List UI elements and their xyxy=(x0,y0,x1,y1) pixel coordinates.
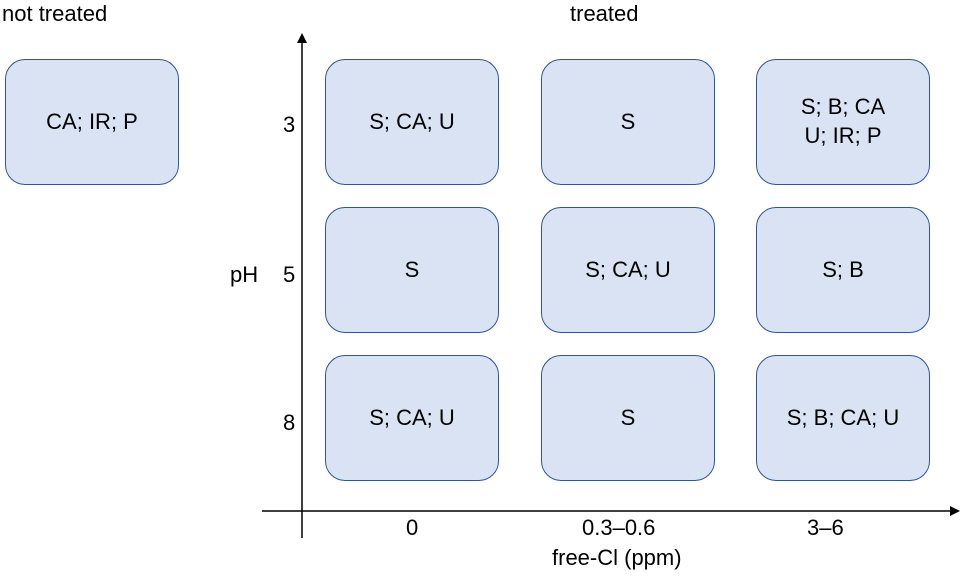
cell-ph5-cl3-6: S; B xyxy=(756,207,930,333)
y-tick-5: 5 xyxy=(283,262,296,287)
cell-text: S; CA; U xyxy=(369,108,455,134)
cell-ph3-cl0-3-0-6: S xyxy=(541,59,715,185)
y-tick-8: 8 xyxy=(283,410,296,435)
y-axis-label: pH xyxy=(230,262,259,287)
cell-text: S xyxy=(620,404,636,430)
x-tick-0: 0 xyxy=(406,515,419,540)
x-tick-0-3-0-6: 0.3–0.6 xyxy=(582,515,656,540)
cell-text: S; CA; U xyxy=(369,404,455,430)
cell-text: S; CA; U xyxy=(585,256,671,282)
untreated-box: CA; IR; P xyxy=(5,59,179,185)
cell-ph5-cl0: S xyxy=(325,207,499,333)
cell-ph5-cl0-3-0-6: S; CA; U xyxy=(541,207,715,333)
cell-text: S xyxy=(404,256,420,282)
x-tick-3-6: 3–6 xyxy=(807,515,844,540)
not-treated-header: not treated xyxy=(2,1,108,26)
cell-ph8-cl0-3-0-6: S xyxy=(541,355,715,481)
cell-ph3-cl3-6: S; B; CA U; IR; P xyxy=(756,59,930,185)
x-axis-label: free-Cl (ppm) xyxy=(552,545,682,570)
cell-text: S; B; CA; U xyxy=(786,404,900,430)
cell-ph8-cl3-6: S; B; CA; U xyxy=(756,355,930,481)
cell-text: S; B xyxy=(822,256,864,282)
cell-text: S; B; CA U; IR; P xyxy=(800,94,886,148)
y-tick-3: 3 xyxy=(283,112,296,137)
cell-text: S xyxy=(620,108,636,134)
untreated-box-text: CA; IR; P xyxy=(46,108,138,134)
cell-ph3-cl0: S; CA; U xyxy=(325,59,499,185)
cell-ph8-cl0: S; CA; U xyxy=(325,355,499,481)
treated-header: treated xyxy=(570,1,639,26)
